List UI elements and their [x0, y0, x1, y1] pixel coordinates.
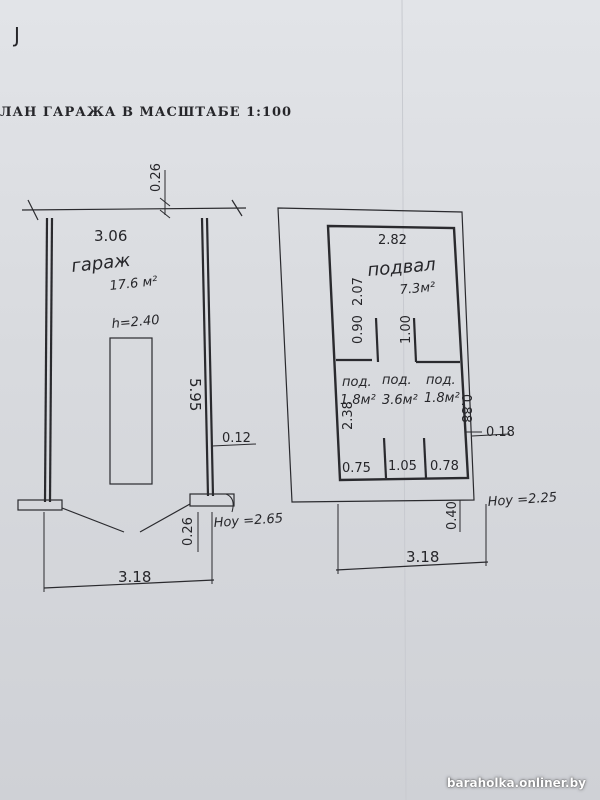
room-1-area: 1.8м² — [340, 393, 376, 408]
garage-right-wall — [200, 217, 210, 497]
room-1-name: под. — [342, 375, 372, 390]
opening-2: 1.05 — [388, 459, 417, 474]
garage-gate-wall: 0.26 — [181, 517, 196, 546]
basement-top-width: 2.82 — [378, 233, 407, 248]
basement-bottom-width: 3.18 — [406, 548, 439, 566]
room-2-area: 3.6м² — [382, 393, 418, 408]
garage-right-wall-thickness: 0.12 — [222, 431, 251, 446]
room-3-area: 1.8м² — [424, 391, 460, 406]
basement-outer-outline — [277, 207, 475, 503]
basement-level: Hоу =2.25 — [487, 490, 557, 510]
garage-top-width: 3.06 — [94, 227, 127, 245]
basement-right-wall: 0.18 — [486, 425, 515, 440]
opening-1: 0.75 — [342, 461, 371, 476]
gate-pillar-right — [189, 493, 235, 507]
gate-leaf-right — [139, 503, 191, 533]
basement-name: подвал — [367, 254, 437, 281]
gate-pillar-left — [17, 499, 63, 511]
basement-length: 2.07 — [351, 277, 366, 306]
basement-bottom-dimension-line — [335, 561, 489, 571]
gate-leaf-left — [61, 507, 125, 533]
paper-fold-line — [401, 0, 407, 800]
garage-area: 17.6 м² — [109, 274, 158, 294]
garage-right-wall-tick — [211, 443, 257, 447]
garage-bottom-width: 3.18 — [118, 568, 151, 586]
basement-plan — [277, 207, 511, 574]
garage-plan — [17, 170, 257, 592]
garage-bottom-dimension-line — [43, 579, 215, 589]
garage-height: h=2.40 — [111, 313, 160, 332]
room-2-name: под. — [382, 373, 412, 388]
basement-right-partition: 1.00 — [399, 315, 414, 344]
opening-3: 0.78 — [430, 459, 459, 474]
garage-left-wall — [43, 217, 49, 503]
inspection-pit — [109, 337, 153, 485]
room-3-name: под. — [426, 373, 456, 388]
garage-name: гараж — [70, 250, 132, 277]
corner-mark: J — [12, 23, 20, 47]
garage-length: 5.95 — [186, 378, 204, 411]
basement-inner-walls — [326, 224, 470, 482]
plan-title: ЛАН ГАРАЖА В МАСШТАБЕ 1:100 — [0, 105, 292, 120]
basement-left-depth: 2.38 — [341, 401, 356, 430]
basement-right-depth: 0.88 — [458, 394, 473, 423]
garage-level: Hоу =2.65 — [213, 511, 283, 531]
garage-top-dimension-line — [21, 207, 247, 211]
basement-left-partition: 0.90 — [351, 315, 366, 344]
garage-top-wall: 0.26 — [149, 163, 164, 192]
site-watermark: baraholka.onliner.by — [446, 776, 586, 790]
basement-bottom-wall: 0.40 — [445, 501, 460, 530]
basement-area: 7.3м² — [399, 280, 436, 298]
